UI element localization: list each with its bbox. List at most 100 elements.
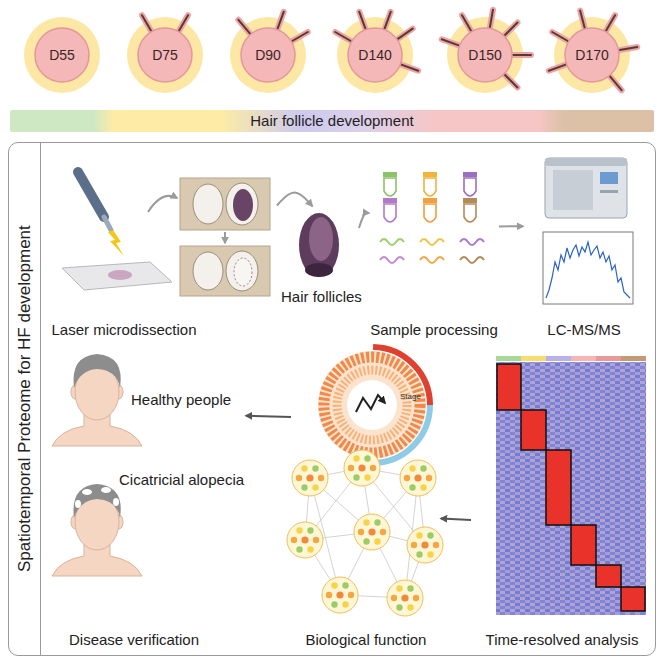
step-caption: Laser microdissection <box>49 321 199 339</box>
tissue-section-image <box>234 258 252 286</box>
stage-circle: D75 <box>137 27 193 83</box>
sample-tubes <box>384 178 396 196</box>
step-caption: Hair follicle development <box>10 110 654 132</box>
alopecia-figure <box>101 487 111 493</box>
stage-circle: D150 <box>457 27 513 83</box>
step-caption: Sample processing <box>369 321 499 339</box>
mass-spectrometer <box>545 158 627 166</box>
tissue-section-image <box>180 246 270 296</box>
tissue-section-image <box>224 232 226 243</box>
circular-plot <box>356 395 385 412</box>
step-region: Time-resolved analysis <box>471 351 653 649</box>
heatmap <box>521 410 546 450</box>
sample-tubes <box>460 257 484 263</box>
timeline-band: Hair follicle development <box>10 110 654 132</box>
stage-circle: D140 <box>347 27 403 83</box>
circular-plot <box>314 347 430 463</box>
circle-outline <box>565 28 619 82</box>
alopecia-figure <box>73 484 120 518</box>
sample-tubes <box>420 239 444 245</box>
circle-outline <box>35 28 89 82</box>
protein-network <box>292 460 328 496</box>
follicle-glow <box>554 17 630 93</box>
circle-outline <box>138 28 192 82</box>
step-region: Biological function <box>291 359 441 649</box>
circular-plot <box>314 347 430 463</box>
laser-device <box>108 270 132 280</box>
tissue-section-image <box>226 183 258 225</box>
flow-arrow <box>441 519 471 520</box>
heatmap <box>596 565 621 587</box>
tissue-section-image <box>193 252 223 290</box>
heatmap <box>546 356 571 361</box>
flow-arrow <box>359 213 369 228</box>
person-figure <box>52 354 142 446</box>
tissue-section-image <box>193 184 223 224</box>
circular-plot <box>314 347 430 463</box>
laser-device <box>108 230 124 256</box>
step-region: Disease verification Healthy peopleCicatr… <box>49 346 246 649</box>
step-caption: Biological function <box>291 631 441 649</box>
sample-tubes <box>383 198 397 203</box>
sample-tubes <box>464 204 476 222</box>
stage-label: D170 <box>564 27 620 83</box>
heatmap <box>521 356 546 361</box>
group-region: Healthy people <box>61 353 241 428</box>
follicle-glow <box>230 17 306 93</box>
step-caption: LC-MS/MS <box>523 321 645 339</box>
heatmap <box>496 362 646 615</box>
laser-device <box>148 196 177 212</box>
step-caption: Hair follicles <box>281 288 359 306</box>
chromatogram <box>543 232 633 304</box>
sample-tubes <box>380 257 404 263</box>
sample-tubes <box>423 172 437 177</box>
chromatogram <box>546 242 630 298</box>
tissue-section-image <box>180 178 270 230</box>
laser-device <box>104 217 111 230</box>
heatmap <box>621 587 645 611</box>
step-region: Sample processing <box>369 171 499 339</box>
sample-tubes <box>463 198 477 203</box>
heatmap <box>497 364 521 410</box>
laser-device <box>78 172 104 217</box>
tissue-section-image <box>180 178 270 296</box>
step-region: Laser microdissection <box>49 161 277 339</box>
mass-spectrometer <box>600 172 618 184</box>
step-region: Hair follicles <box>281 206 359 306</box>
mass-spectrometer <box>600 190 618 193</box>
mass-spectrometer <box>545 158 627 218</box>
tissue-section-image <box>233 189 253 221</box>
stage-circle: D170 <box>564 27 620 83</box>
alopecia-figure <box>113 498 119 506</box>
mass-spectrometer <box>553 170 593 210</box>
step-caption: Disease verification <box>49 631 219 649</box>
mass-spectrometer <box>545 158 627 218</box>
circle-outline <box>458 28 512 82</box>
heatmap <box>571 356 596 361</box>
tissue-section-image <box>226 251 258 291</box>
protein-network <box>354 514 390 550</box>
hair-follicle-tissue <box>299 213 339 277</box>
circular-plot <box>324 357 420 453</box>
heatmap <box>546 450 571 525</box>
protein-network <box>322 577 358 613</box>
flow-arrow <box>499 225 523 227</box>
sample-tubes <box>383 172 397 177</box>
hair-follicle-tissue <box>309 217 333 261</box>
protein-network <box>407 527 443 563</box>
sample-tubes <box>380 239 404 245</box>
sample-tubes <box>424 178 436 196</box>
heatmap <box>496 356 646 615</box>
circular-plot <box>318 351 426 459</box>
follicle-glow <box>24 17 630 93</box>
hair-shafts <box>142 10 637 91</box>
stage-label: D75 <box>137 27 193 83</box>
side-title: Spatiotemporal Proteome for HF developme… <box>9 143 41 655</box>
plot-label: Stage <box>400 392 421 401</box>
step-caption: Cicatricial alopecia <box>119 471 244 489</box>
protein-network <box>400 460 436 496</box>
group-region: Cicatricial alopecia <box>61 467 246 577</box>
circle-outline <box>241 28 295 82</box>
stage-label: D55 <box>34 27 90 83</box>
protein-network <box>287 450 443 616</box>
